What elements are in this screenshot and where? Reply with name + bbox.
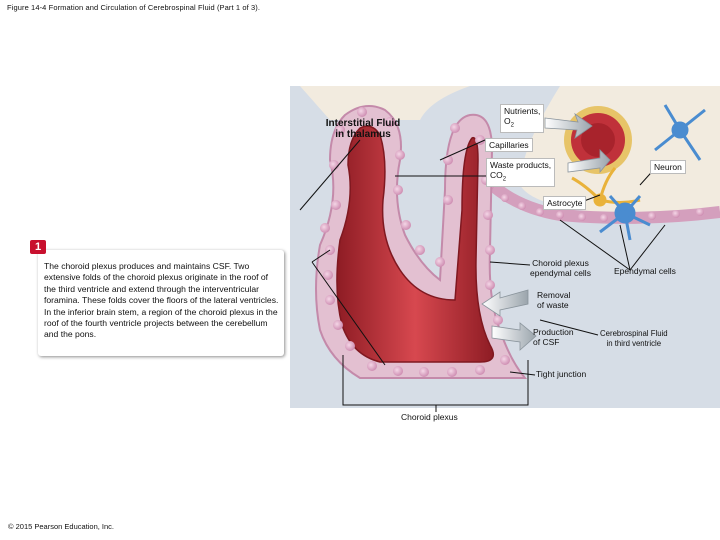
label-production-line1: Production	[533, 327, 574, 337]
step-description-text: The choroid plexus produces and maintain…	[44, 261, 279, 340]
waste-arrow	[567, 149, 611, 174]
label-removal-line2: of waste	[537, 300, 569, 310]
label-o: O	[504, 116, 511, 126]
label-production-of-csf: Production of CSF	[533, 327, 574, 347]
step-description-box: The choroid plexus produces and maintain…	[38, 250, 284, 356]
label-tight-junction: Tight junction	[536, 369, 587, 379]
production-arrow	[491, 322, 537, 351]
label-csf-line2: in third ventricle	[606, 339, 662, 348]
neuron	[599, 104, 706, 241]
label-co-sub: 2	[502, 176, 507, 183]
label-capillaries: Capillaries	[485, 138, 533, 152]
label-choroid-ependymal-line2: ependymal cells	[530, 268, 591, 278]
label-waste-products: Waste products, CO2	[486, 158, 556, 187]
label-choroid-plexus: Choroid plexus	[401, 412, 458, 422]
label-interstitial-line2: in thalamus	[335, 129, 391, 140]
label-ependymal-cells: Ependymal cells	[614, 266, 676, 276]
label-csf-third-ventricle: Cerebrospinal Fluid in third ventricle	[600, 329, 668, 349]
label-co: CO	[490, 170, 503, 180]
leader-lines	[299, 139, 666, 412]
label-removal-line1: Removal	[537, 290, 571, 300]
flow-arrows	[481, 112, 611, 351]
label-interstitial-line1: Interstitial Fluid	[325, 118, 401, 129]
label-astrocyte: Astrocyte	[543, 196, 587, 210]
figure-title: Figure 14-4 Formation and Circulation of…	[7, 3, 261, 12]
label-csf-line1: Cerebrospinal Fluid	[600, 329, 668, 338]
label-choroid-ependymal: Choroid plexus ependymal cells	[530, 258, 591, 278]
label-interstitial-fluid: Interstitial Fluid in thalamus	[308, 118, 418, 140]
label-choroid-ependymal-line1: Choroid plexus	[532, 258, 589, 268]
label-nutrients-line1: Nutrients,	[504, 106, 541, 116]
label-removal-of-waste: Removal of waste	[537, 290, 571, 310]
label-nutrients: Nutrients, O2	[500, 104, 545, 133]
label-production-line2: of CSF	[533, 337, 560, 347]
removal-arrow	[481, 289, 529, 317]
label-waste-line1: Waste products,	[490, 160, 552, 170]
label-neuron: Neuron	[650, 160, 686, 174]
copyright-notice: © 2015 Pearson Education, Inc.	[8, 522, 115, 531]
step-number-badge: 1	[30, 240, 46, 254]
nutrients-arrow	[544, 112, 593, 139]
label-o-sub: 2	[510, 122, 514, 129]
label-nutrients-line2: O2	[504, 116, 540, 131]
label-waste-line2: CO2	[490, 170, 551, 185]
